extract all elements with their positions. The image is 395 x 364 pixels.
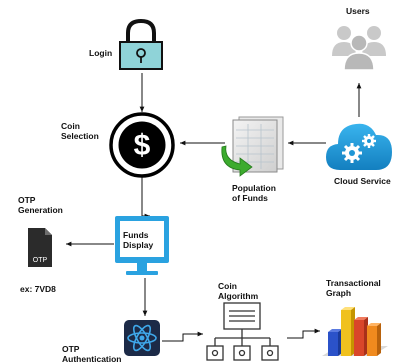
otp-authentication-label: OTP Authentication	[62, 344, 122, 364]
cloud-service-label: Cloud Service	[334, 176, 391, 186]
arrow-coin-selection-to-funds-display	[141, 175, 150, 219]
users-label: Users	[346, 6, 370, 16]
login-label: Login	[89, 48, 113, 58]
otp-file-text: OTP	[33, 257, 48, 264]
spreadsheet-refresh-icon	[221, 116, 284, 177]
population-of-funds-label: Population of Funds	[232, 183, 276, 203]
padlock-icon	[119, 18, 163, 70]
funds-display-label: Funds Display	[123, 230, 154, 250]
example-label: ex: 7VD8	[20, 284, 56, 294]
otp-generation-label: OTP Generation	[18, 195, 63, 215]
coin-algorithm-label: Coin Algorithm	[218, 281, 259, 301]
hierarchy-chart-icon	[206, 302, 279, 361]
otp-file-icon: OTP	[28, 228, 52, 267]
arrow-coin-algorithm-to-graph	[287, 328, 320, 339]
arrow-otp-auth-to-coin-algorithm	[162, 331, 203, 342]
dollar-coin-icon: $	[109, 112, 175, 178]
svg-text:$: $	[134, 129, 151, 162]
coin-selection-label: Coin Selection	[61, 121, 99, 141]
cloud-gears-icon	[326, 123, 392, 170]
atom-app-icon	[124, 320, 160, 356]
monitor-icon	[115, 216, 169, 275]
users-group-icon	[332, 26, 386, 71]
connectors	[66, 73, 362, 342]
bar-chart-3d-icon	[322, 307, 388, 356]
transactional-graph-label: Transactional Graph	[326, 278, 381, 298]
